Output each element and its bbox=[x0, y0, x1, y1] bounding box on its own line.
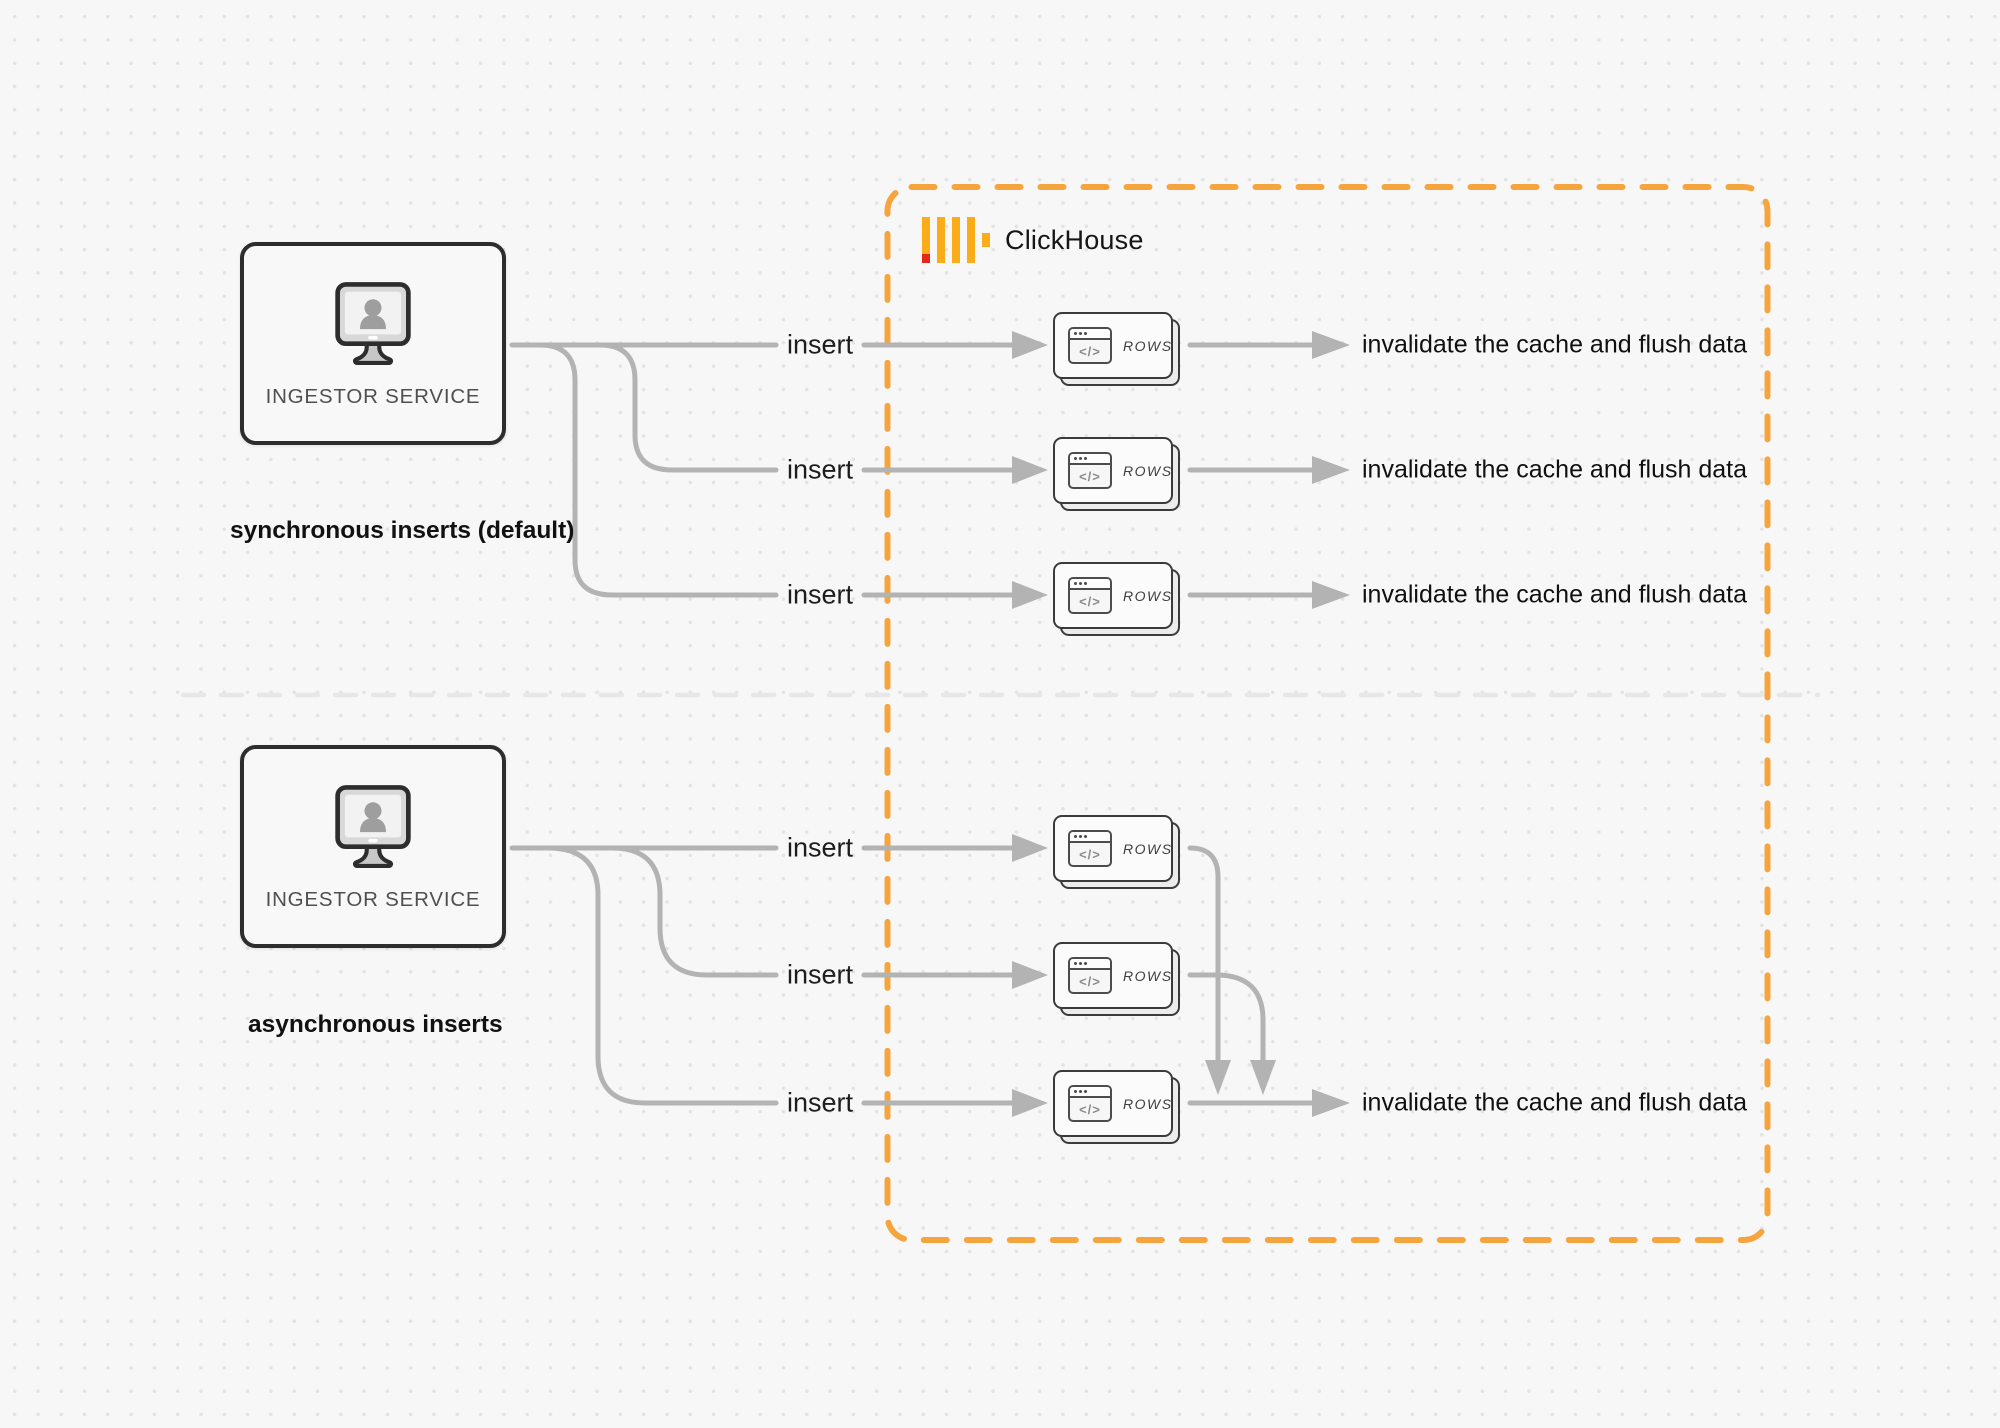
service-label: INGESTOR SERVICE bbox=[265, 384, 481, 408]
arrowhead-icon bbox=[1012, 961, 1048, 989]
arrowhead-down-icon bbox=[1250, 1060, 1276, 1095]
arrowhead-icon bbox=[1012, 1089, 1048, 1117]
insert-label: insert bbox=[786, 329, 854, 360]
insert-label: insert bbox=[786, 832, 854, 863]
code-glyph: </> bbox=[1079, 468, 1101, 484]
arrowhead-icon bbox=[1012, 834, 1048, 862]
arrowhead-icon bbox=[1312, 581, 1350, 609]
browser-dots-icon bbox=[1074, 835, 1077, 838]
code-window-icon: </> bbox=[1068, 577, 1112, 614]
browser-dots-icon bbox=[1074, 1090, 1077, 1093]
rows-label: ROWS bbox=[1123, 967, 1173, 984]
code-window-icon: </> bbox=[1068, 327, 1112, 364]
clickhouse-name: ClickHouse bbox=[1005, 224, 1144, 255]
monitor-user-icon bbox=[335, 281, 411, 365]
arrowhead-icon bbox=[1012, 456, 1048, 484]
async-merge-line-1 bbox=[1187, 845, 1221, 1065]
async-merge-line-2 bbox=[1187, 972, 1266, 1065]
sync-branch-2 bbox=[597, 342, 779, 473]
code-glyph: </> bbox=[1079, 343, 1101, 359]
ingestor-service-box-async: INGESTOR SERVICE bbox=[240, 745, 506, 948]
rows-card: </> ROWS bbox=[1053, 815, 1180, 889]
code-glyph: </> bbox=[1079, 1101, 1101, 1117]
code-glyph: </> bbox=[1079, 846, 1101, 862]
arrowhead-icon bbox=[1312, 1089, 1350, 1117]
insert-label: insert bbox=[786, 959, 854, 990]
code-window-icon: </> bbox=[1068, 830, 1112, 867]
browser-dots-icon bbox=[1074, 962, 1077, 965]
sync-branch-3 bbox=[537, 342, 779, 598]
invalidate-label: invalidate the cache and flush data bbox=[1362, 455, 1747, 484]
async-caption: asynchronous inserts bbox=[248, 1011, 503, 1038]
async-connectors bbox=[509, 845, 1317, 1106]
code-glyph: </> bbox=[1079, 593, 1101, 609]
async-branch-2 bbox=[609, 845, 779, 978]
async-arrowheads bbox=[1012, 834, 1350, 1117]
browser-dots-icon bbox=[1074, 332, 1077, 335]
rows-card: </> ROWS bbox=[1053, 562, 1180, 636]
invalidate-label: invalidate the cache and flush data bbox=[1362, 330, 1747, 359]
arrowhead-icon bbox=[1012, 581, 1048, 609]
rows-label: ROWS bbox=[1123, 337, 1173, 354]
service-label: INGESTOR SERVICE bbox=[265, 887, 481, 911]
rows-card: </> ROWS bbox=[1053, 1070, 1180, 1144]
rows-card: </> ROWS bbox=[1053, 437, 1180, 511]
code-window-icon: </> bbox=[1068, 452, 1112, 489]
arrowhead-down-icon bbox=[1205, 1060, 1231, 1095]
clickhouse-boundary-box bbox=[884, 184, 1771, 1243]
clickhouse-logo: ClickHouse bbox=[921, 214, 1144, 266]
browser-dots-icon bbox=[1074, 582, 1077, 585]
sync-caption: synchronous inserts (default) bbox=[230, 517, 575, 544]
rows-label: ROWS bbox=[1123, 462, 1173, 479]
rows-card: </> ROWS bbox=[1053, 942, 1180, 1016]
code-window-icon: </> bbox=[1068, 1085, 1112, 1122]
ingestor-service-box-sync: INGESTOR SERVICE bbox=[240, 242, 506, 445]
sync-connectors bbox=[509, 342, 1317, 598]
arrowhead-icon bbox=[1012, 331, 1048, 359]
browser-dots-icon bbox=[1074, 457, 1077, 460]
rows-label: ROWS bbox=[1123, 840, 1173, 857]
rows-card: </> ROWS bbox=[1053, 312, 1180, 386]
arrowhead-icon bbox=[1312, 331, 1350, 359]
async-branch-3 bbox=[545, 845, 779, 1106]
clickhouse-bars-icon bbox=[922, 217, 990, 263]
insert-label: insert bbox=[786, 1087, 854, 1118]
invalidate-label: invalidate the cache and flush data bbox=[1362, 580, 1747, 609]
insert-label: insert bbox=[786, 579, 854, 610]
rows-label: ROWS bbox=[1123, 587, 1173, 604]
code-glyph: </> bbox=[1079, 973, 1101, 989]
monitor-user-icon bbox=[335, 784, 411, 868]
arrowhead-icon bbox=[1312, 456, 1350, 484]
code-window-icon: </> bbox=[1068, 957, 1112, 994]
insert-label: insert bbox=[786, 454, 854, 485]
invalidate-label: invalidate the cache and flush data bbox=[1362, 1088, 1747, 1117]
sync-arrowheads bbox=[1012, 331, 1350, 609]
rows-label: ROWS bbox=[1123, 1095, 1173, 1112]
